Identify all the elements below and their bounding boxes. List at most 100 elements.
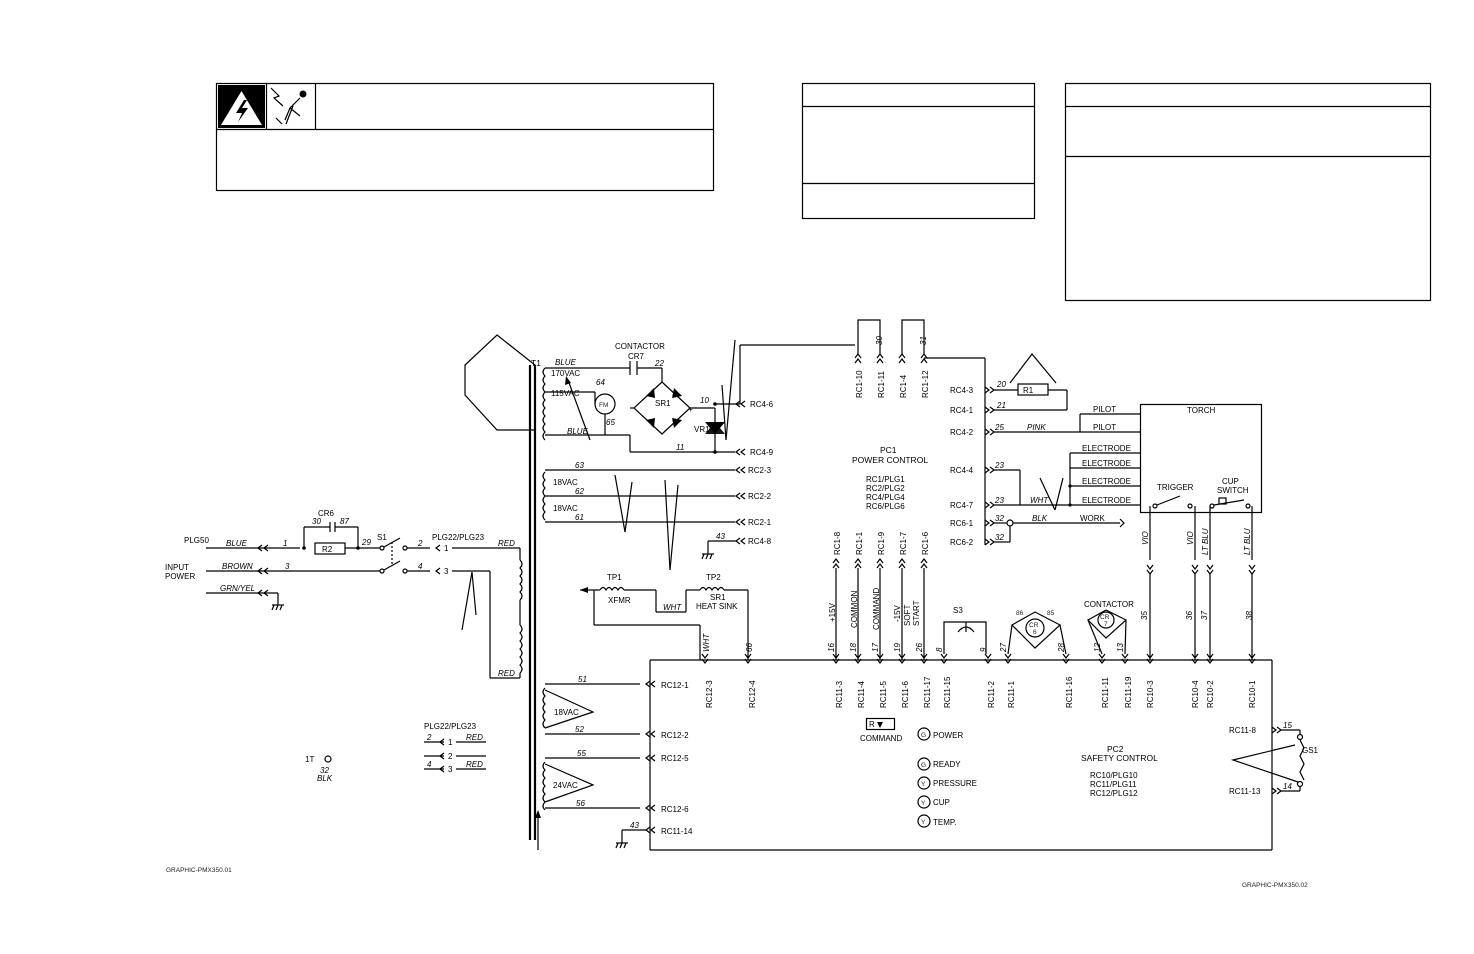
wire-29-label: 29: [361, 538, 371, 547]
rc11-1: RC11-1: [1007, 680, 1016, 708]
graphic-id-1: GRAPHIC-PMX350.01: [166, 867, 232, 874]
pressure-lamp: Y PRESSURE: [917, 776, 977, 790]
p15v-label: +15V: [828, 602, 837, 622]
rc10-3: RC10-3: [1146, 680, 1155, 708]
rc1-1: RC1-1: [855, 531, 864, 555]
plug-legend: PLG22/PLG23 1 2 RED 2 3 4 RED 1T 32 BLK: [305, 722, 486, 783]
sr1-label: SR1: [655, 399, 671, 408]
s3-and-relays: S3 CR 6 86 85 CONTACTOR CR 7: [943, 600, 1134, 655]
safety-control-label: SAFETY CONTROL: [1081, 753, 1158, 763]
wire-64-label: 64: [596, 378, 605, 387]
blue-wire-label: BLUE: [555, 358, 577, 367]
rc11-17: RC11-17: [923, 676, 932, 708]
pin-85-label: 85: [1047, 610, 1055, 617]
v18b-label: 18VAC: [553, 504, 578, 513]
electrode-label-3: ELECTRODE: [1082, 496, 1131, 505]
plg50-label: PLG50: [184, 536, 209, 545]
wire-37-label: 37: [1200, 611, 1209, 620]
info-box-middle: [801, 82, 1036, 220]
rc1-11: RC1-11: [877, 370, 886, 398]
v115-label: 115VAC: [551, 389, 580, 398]
gas-switch-gs1: RC11-8 RC11-13 15 14 GS1: [1229, 721, 1319, 796]
plg4-label: RC4/PLG4: [866, 493, 905, 502]
gs1-label: GS1: [1302, 746, 1319, 755]
s3-label: S3: [953, 606, 963, 615]
ready-lamp: G READY: [917, 757, 961, 771]
start-label: START: [912, 600, 921, 626]
tp2-label: TP2: [706, 573, 721, 582]
transformer-t1: T1: [464, 334, 541, 850]
wire-38-label: 38: [1245, 611, 1254, 620]
heatsink-label: HEAT SINK: [696, 602, 738, 611]
rc11-4: RC11-4: [857, 680, 866, 708]
rc11-6: RC11-6: [901, 680, 910, 708]
rc1-4: RC1-4: [899, 374, 908, 398]
rc11-3: RC11-3: [835, 680, 844, 708]
pc1-left-connectors: RC4-6 RC4-9 RC2-3 RC2-2 RC2-1 RC4-8 43: [701, 344, 855, 560]
rc11-15: RC11-15: [943, 676, 952, 708]
command-pin-label: COMMAND: [872, 588, 881, 630]
pink-label: PINK: [1027, 423, 1046, 432]
wire-3-label: 3: [285, 562, 290, 571]
wire-65-label: 65: [606, 418, 615, 427]
ltblu-label-1: LT BLU: [1201, 528, 1210, 555]
legend-red-1: RED: [466, 733, 483, 742]
legend-red-2: RED: [466, 760, 483, 769]
cup-lamp-y: Y: [921, 800, 926, 807]
m15v-label: -15V: [893, 604, 902, 622]
wire-19-label: 19: [893, 643, 902, 652]
rc4-6: RC4-6: [750, 400, 774, 409]
t1-label: T1: [531, 358, 541, 368]
rc11-5: RC11-5: [879, 680, 888, 708]
work-label: WORK: [1080, 514, 1106, 523]
rc11-2: RC11-2: [987, 680, 996, 708]
rc6-2: RC6-2: [950, 538, 974, 547]
wire-23-label: 23: [994, 461, 1004, 470]
wire-1-label: 1: [283, 539, 287, 548]
thermal-sensors: TP1 TP2 XFMR SR1 HEAT SINK WHT: [580, 573, 749, 660]
wire-18-label: 18: [849, 643, 858, 652]
cup-lamp-label: CUP: [933, 798, 950, 807]
rc10-4: RC10-4: [1191, 680, 1200, 708]
rc2-2: RC2-2: [748, 492, 772, 501]
legend-pin-3: 3: [448, 765, 453, 774]
wire-66-label: 66: [745, 643, 754, 652]
vio-label-2: VIO: [1186, 531, 1195, 545]
rc2-3: RC2-3: [748, 466, 772, 475]
pressure-lamp-label: PRESSURE: [933, 779, 977, 788]
cr6-coil-label: CR: [1029, 622, 1039, 629]
power-label: POWER: [165, 572, 195, 581]
rc4-3: RC4-3: [950, 386, 974, 395]
power-control-label: POWER CONTROL: [852, 455, 928, 465]
fan-motor-label: FM: [599, 402, 608, 409]
cup-lamp: Y CUP: [917, 795, 950, 809]
rc12-5: RC12-5: [661, 754, 689, 763]
wire-21-label: 21: [996, 401, 1006, 410]
wire-62-label: 62: [575, 487, 584, 496]
command-and-lamps: R COMMAND G POWER G READY Y PRESSURE Y C…: [860, 717, 977, 828]
wire-22-label: 22: [654, 359, 664, 368]
rc1-9: RC1-9: [877, 531, 886, 555]
wire-51-label: 51: [578, 675, 587, 684]
wire-14-label: 14: [1283, 782, 1292, 791]
rc11-8: RC11-8: [1229, 726, 1257, 735]
cr7-coil-label: CR: [1100, 614, 1110, 621]
rc4-8: RC4-8: [748, 537, 772, 546]
wire-23b-label: 23: [994, 496, 1004, 505]
legend-pin-1: 1: [448, 738, 453, 747]
rc4-9: RC4-9: [750, 448, 774, 457]
r1-label: R1: [1023, 386, 1034, 395]
wire-28-label: 28: [1057, 643, 1066, 653]
rc4-7: RC4-7: [950, 501, 974, 510]
winding-170vac: BLUE 170VAC 115VAC FM 64 65 BLUE: [542, 358, 630, 441]
pc1-label-block: PC1 POWER CONTROL RC1/PLG1 RC2/PLG2 RC4/…: [852, 445, 928, 511]
vio-label-1: VIO: [1141, 531, 1150, 545]
rc12-6: RC12-6: [661, 805, 689, 814]
wire-63-label: 63: [575, 461, 584, 470]
rc1-8: RC1-8: [833, 531, 842, 555]
wire-4-label: 4: [418, 562, 423, 571]
legend-wire-4: 4: [427, 760, 432, 769]
blue-wire-label-2: BLUE: [567, 427, 589, 436]
wire-12-label: 12: [1093, 643, 1102, 652]
rc10-2: RC10-2: [1206, 680, 1215, 708]
